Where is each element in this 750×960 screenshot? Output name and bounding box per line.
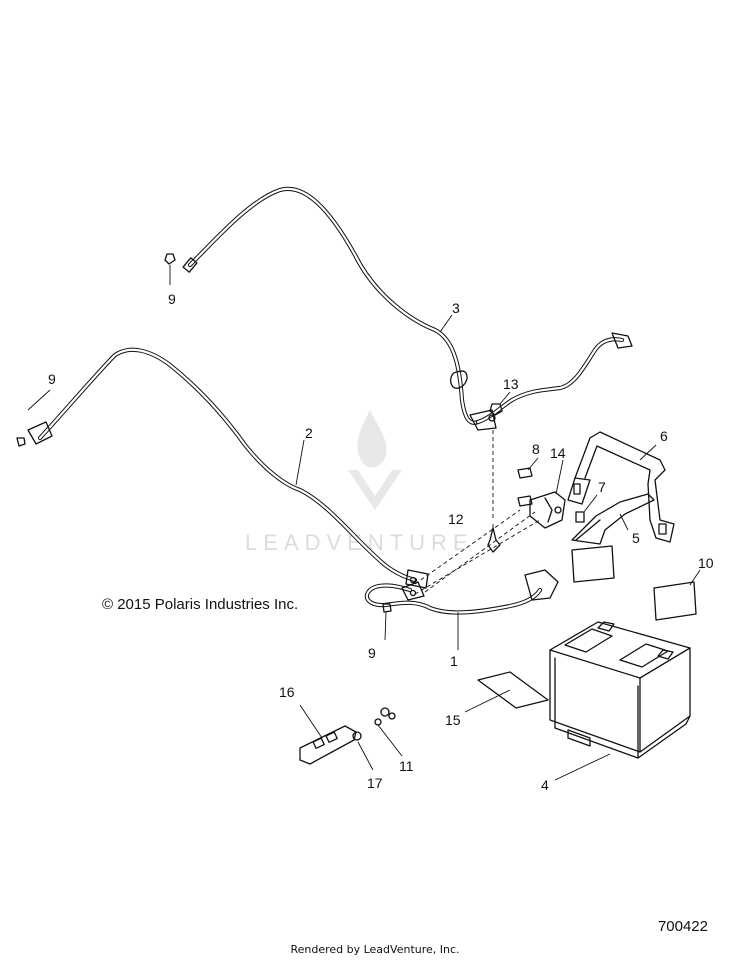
callout-7: 7	[598, 479, 606, 495]
screw-part-7	[575, 511, 585, 523]
strap-part-6	[567, 431, 675, 543]
callout-10: 10	[698, 555, 714, 571]
fuse-holder-part-16	[299, 725, 357, 765]
nut-part-9-left	[16, 437, 26, 447]
nut-part-9-upper	[164, 253, 176, 265]
label-part-15	[477, 671, 549, 709]
cable-part-3	[182, 186, 633, 431]
battery-part-4	[549, 621, 691, 759]
callout-14: 14	[550, 445, 566, 461]
callout-1: 1	[450, 653, 458, 669]
cable-part-1	[364, 569, 559, 615]
callout-11: 11	[399, 758, 414, 774]
watermark-text: LEADVENTURE	[245, 530, 474, 555]
copyright-notice: © 2015 Polaris Industries Inc.	[102, 596, 299, 613]
callout-5: 5	[632, 530, 640, 546]
callout-4: 4	[541, 777, 549, 793]
callout-15: 15	[445, 712, 461, 728]
footer-credit: Rendered by LeadVenture, Inc.	[290, 943, 460, 956]
callout-8: 8	[532, 441, 540, 457]
callout-6: 6	[660, 428, 668, 444]
leadventure-watermark-logo: LEADVENTURE	[245, 410, 474, 555]
bolt-part-8	[517, 467, 533, 479]
assembly-lines	[414, 430, 541, 595]
callout-13: 13	[503, 376, 519, 392]
callout-9-lower: 9	[368, 645, 376, 661]
terminal-part-14	[517, 491, 566, 529]
connector-part-12	[487, 527, 501, 553]
bracket-part-5	[571, 493, 655, 545]
label-plate	[571, 545, 615, 583]
label-part-10	[653, 581, 697, 621]
cable-part-2	[27, 347, 429, 589]
callout-16: 16	[279, 684, 295, 700]
callout-2: 2	[305, 425, 313, 441]
callout-9-left: 9	[48, 371, 56, 387]
leader-lines	[27, 265, 701, 781]
figure-number: 700422	[657, 918, 708, 935]
callout-3: 3	[452, 300, 460, 316]
callout-9-upper: 9	[168, 291, 176, 307]
callout-17: 17	[367, 775, 383, 791]
nut-part-17	[352, 731, 362, 741]
nut-part-13	[489, 403, 503, 416]
callout-12: 12	[448, 511, 464, 527]
callout-labels: 9 9 3 2 13 8 14 6 7 12 5 10 9 1 16 15 11…	[48, 291, 714, 793]
nut-part-9-lower	[382, 603, 392, 613]
fastener-part-11	[374, 707, 396, 726]
